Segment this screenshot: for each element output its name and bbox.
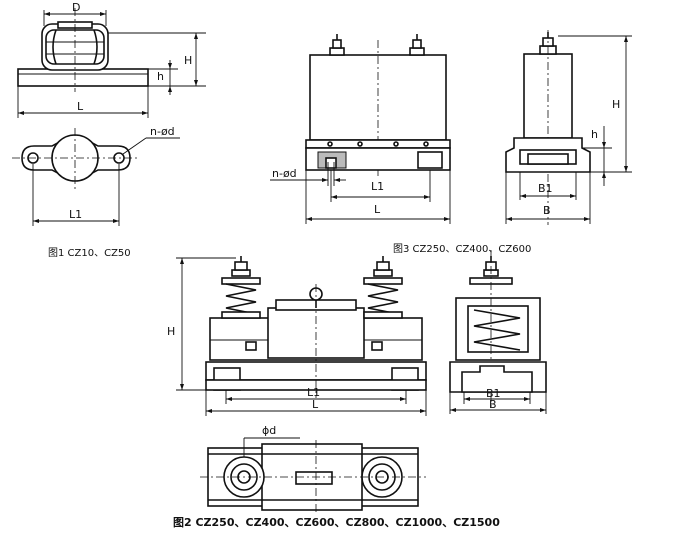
fig3-label-B1: B1 bbox=[538, 182, 553, 195]
fig1-label-H: H bbox=[184, 54, 192, 67]
fig2-spring-right bbox=[363, 256, 403, 319]
fig3-caption: 图3 CZ250、CZ400、CZ600 bbox=[393, 243, 531, 255]
fig1-side-view: D H h L bbox=[17, 1, 206, 118]
fig1-caption: 图1 CZ10、CZ50 bbox=[48, 247, 131, 259]
fig1-label-n-phi-d: n-ød bbox=[150, 125, 175, 138]
fig1-plan-view: n-ød L1 bbox=[12, 125, 180, 226]
fig2-label-L: L bbox=[312, 398, 319, 411]
fig2-plan-view: ϕd bbox=[200, 424, 426, 514]
fig2-side-view: B1 B bbox=[449, 250, 547, 414]
fig2-label-phi-d: ϕd bbox=[262, 424, 276, 437]
fig3-label-L1: L1 bbox=[371, 180, 384, 193]
fig3-label-L: L bbox=[374, 203, 381, 216]
fig1-cushion-circle bbox=[51, 134, 99, 182]
fig2-label-B1: B1 bbox=[486, 387, 501, 400]
fig2-label-L1: L1 bbox=[307, 386, 320, 399]
fig2-caption: 图2 CZ250、CZ400、CZ600、CZ800、CZ1000、CZ1500 bbox=[173, 516, 500, 529]
fig2-front-view: H L1 L bbox=[167, 256, 427, 416]
fig1-label-h: h bbox=[157, 70, 164, 83]
fig3-label-H: H bbox=[612, 98, 620, 111]
fig2-spring-left bbox=[221, 256, 261, 319]
fig2-label-B: B bbox=[489, 398, 497, 411]
fig1-base-plate bbox=[17, 68, 149, 87]
fig1-label-L: L bbox=[77, 100, 84, 113]
fig3-label-B: B bbox=[543, 204, 551, 217]
fig1-label-D: D bbox=[72, 1, 80, 14]
fig1-label-L1: L1 bbox=[69, 208, 82, 221]
fig3-side-view: H h B1 B bbox=[505, 30, 632, 225]
fig2-label-H: H bbox=[167, 325, 175, 338]
fig3-label-h: h bbox=[591, 128, 598, 141]
fig3-front-view: n-ød L1 L bbox=[270, 34, 451, 224]
fig3-label-n-phi-d: n-ød bbox=[272, 167, 297, 180]
